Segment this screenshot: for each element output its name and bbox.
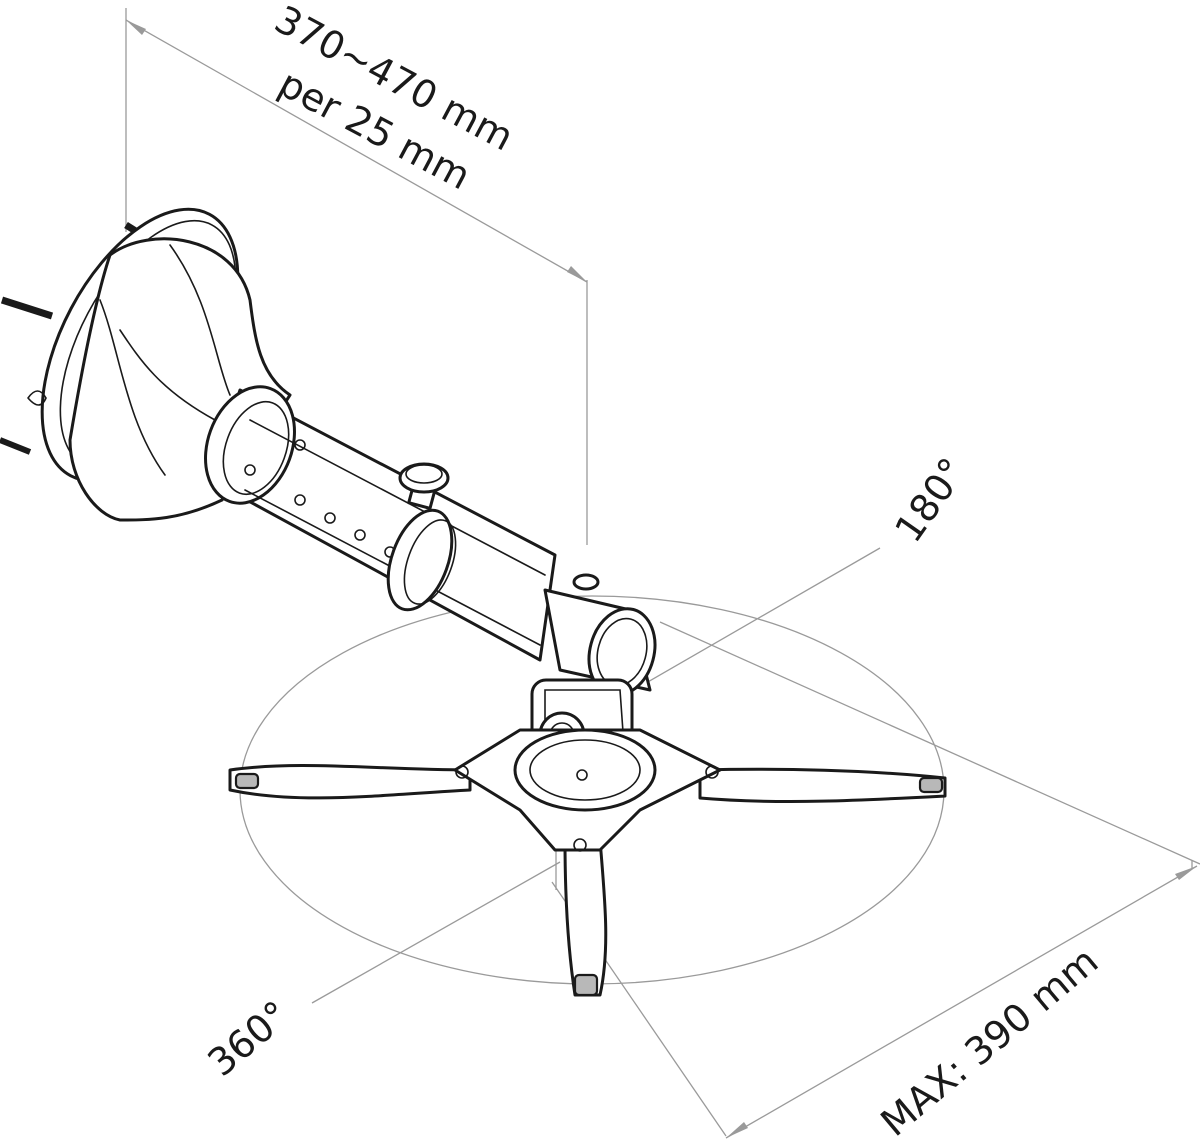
rotation-360-label: 360° xyxy=(200,992,298,1085)
rotation-180-label: 180° xyxy=(886,450,975,550)
arm-outer-tube xyxy=(204,385,557,662)
max-span-label: MAX: 390 mm xyxy=(873,939,1107,1144)
spider-base xyxy=(228,728,947,997)
dimension-lines xyxy=(125,8,1200,1139)
clamp-knob xyxy=(398,462,450,510)
